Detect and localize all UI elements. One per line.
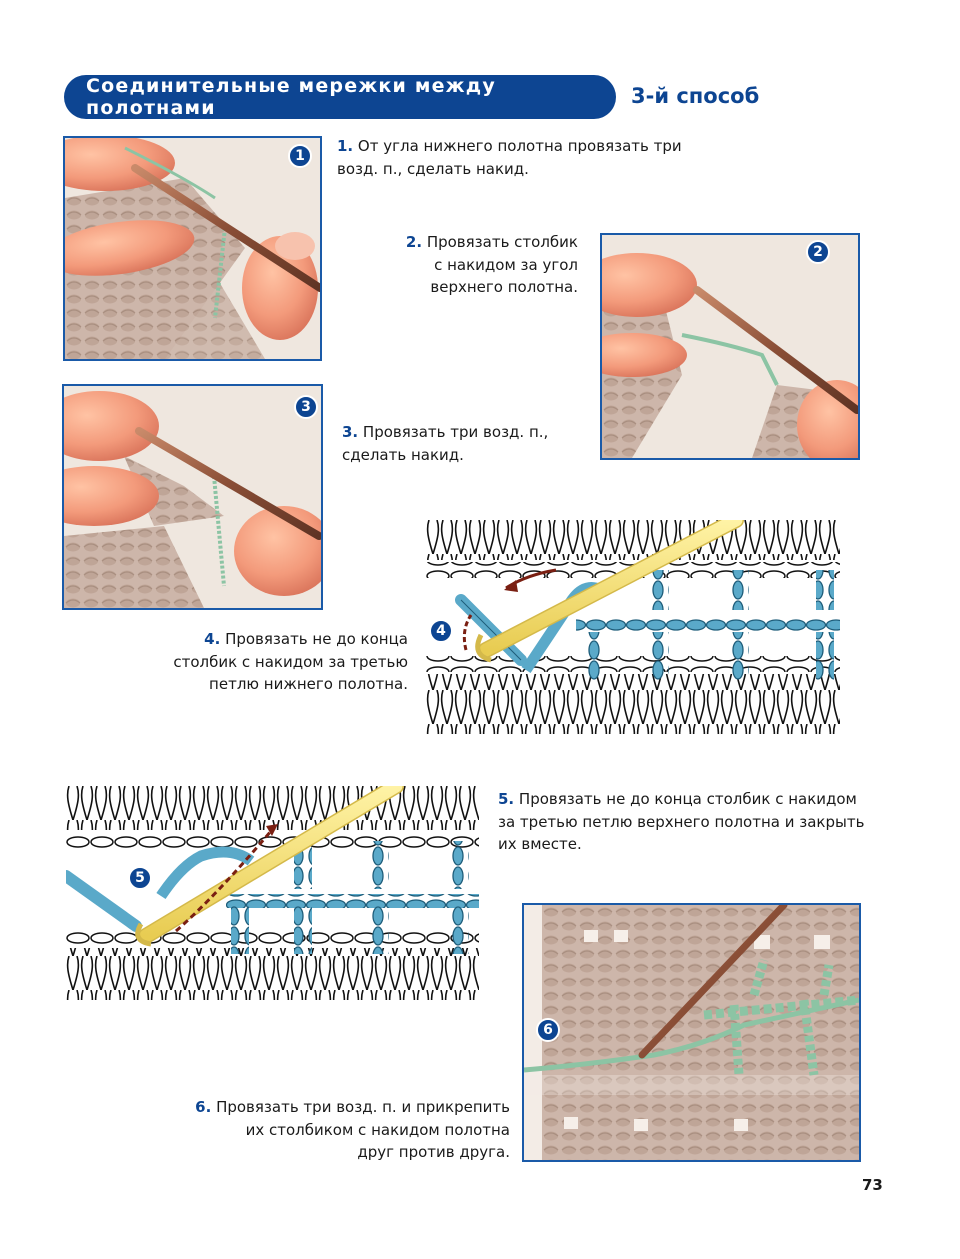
step-1-illustration: [65, 138, 320, 359]
step-5-caption: 5. Провязать не до конца столбик с накид…: [498, 788, 864, 856]
step-5-illustration: [60, 778, 479, 1000]
step-2-photo: [600, 233, 860, 460]
step-3-line-2: сделать накид.: [342, 445, 464, 464]
step-2-caption: 2. Провязать столбик с накидом за угол в…: [395, 231, 578, 299]
step-1-line-1: От угла нижнего полотна провязать три: [357, 137, 682, 155]
step-6-line-3: друг против друга.: [357, 1143, 510, 1161]
step-3-line-1: Провязать три возд. п.,: [362, 423, 549, 441]
step-2-line-2: с накидом за угол: [434, 255, 578, 274]
step-1-number: 1.: [337, 137, 354, 155]
step-2-line-1: Провязать столбик: [426, 233, 578, 251]
step-4-line-3: петлю нижнего полотна.: [209, 675, 408, 693]
step-5-number: 5.: [498, 790, 515, 808]
step-6-line-2: их столбиком с накидом полотна: [245, 1120, 510, 1139]
step-4-diagram: [426, 512, 840, 734]
page-title: Соединительные мережки между полотнами: [86, 75, 496, 119]
header-bar: Соединительные мережки между полотнами: [64, 75, 616, 119]
step-3-photo: [62, 384, 323, 610]
step-1-badge: 1: [288, 144, 312, 168]
step-4-number: 4.: [204, 630, 221, 648]
step-4-illustration: [426, 512, 840, 734]
step-5-badge: 5: [128, 866, 152, 890]
step-4-badge: 4: [429, 619, 453, 643]
step-3-badge: 3: [294, 395, 318, 419]
step-5-line-2: за третью петлю верхнего полотна и закры…: [498, 812, 865, 831]
step-1-photo: [63, 136, 322, 361]
step-5-line-1: Провязать не до конца столбик с накидом: [518, 790, 857, 808]
step-2-number: 2.: [405, 233, 423, 251]
step-3-number: 3.: [342, 423, 359, 441]
step-6-illustration: [524, 905, 859, 1160]
step-4-line-1: Провязать не до конца: [225, 630, 408, 648]
step-5-line-3: их вместе.: [498, 835, 582, 853]
step-4-line-2: столбик с накидом за третью: [173, 652, 408, 671]
step-2-line-3: верхнего полотна.: [430, 278, 578, 296]
step-6-line-1: Провязать три возд. п. и прикрепить: [216, 1098, 510, 1116]
step-6-caption: 6. Провязать три возд. п. и прикрепить и…: [180, 1096, 510, 1164]
step-6-photo: [522, 903, 861, 1162]
step-2-illustration: [602, 235, 858, 458]
step-3-caption: 3. Провязать три возд. п., сделать накид…: [342, 421, 548, 466]
step-4-caption: 4. Провязать не до конца столбик с накид…: [150, 628, 408, 696]
step-6-badge: 6: [536, 1018, 560, 1042]
step-3-illustration: [64, 386, 321, 608]
method-label: 3-й способ: [631, 84, 760, 108]
step-5-diagram: [60, 778, 479, 1000]
step-1-line-2: возд. п., сделать накид.: [337, 159, 529, 178]
step-6-number: 6.: [195, 1098, 212, 1116]
step-1-caption: 1. От угла нижнего полотна провязать три…: [337, 135, 682, 180]
step-2-badge: 2: [806, 240, 830, 264]
page-number: 73: [862, 1176, 883, 1194]
